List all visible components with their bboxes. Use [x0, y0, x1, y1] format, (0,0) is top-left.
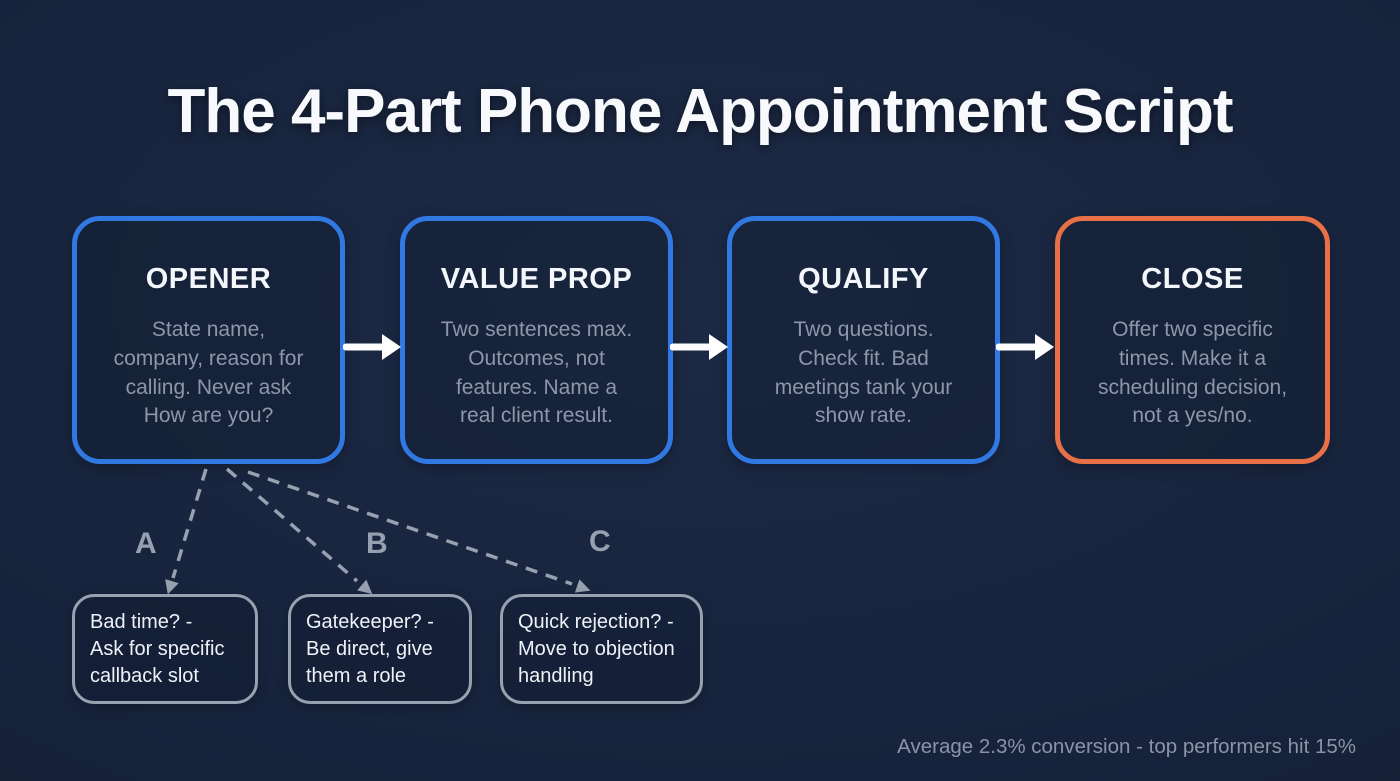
step-description: Offer two specific times. Make it a sche…	[1097, 318, 1288, 428]
dashed-arrow-a	[171, 468, 208, 579]
branch-text: Quick rejection? - Move to objection han…	[518, 611, 675, 687]
arrow-right-icon	[996, 334, 1054, 360]
branch-text: Gatekeeper? - Be direct, give them a rol…	[306, 611, 434, 687]
dashed-arrow-b	[225, 467, 359, 583]
branch-label-a: A	[135, 527, 157, 560]
branch-box-gatekeeper: Gatekeeper? - Be direct, give them a rol…	[288, 594, 472, 704]
branch-text: Bad time? - Ask for specific callback sl…	[90, 611, 225, 687]
branch-label-c: C	[589, 525, 611, 558]
arrow-right-icon	[343, 334, 401, 360]
branch-box-bad-time: Bad time? - Ask for specific callback sl…	[72, 594, 258, 704]
step-title: VALUE PROP	[440, 263, 633, 295]
dashed-arrow-c	[247, 470, 573, 586]
step-description: State name, company, reason for calling.…	[113, 318, 304, 428]
step-description: Two questions. Check fit. Bad meetings t…	[774, 318, 953, 428]
step-title: CLOSE	[1141, 263, 1244, 295]
step-title: QUALIFY	[798, 263, 929, 295]
branch-label-b: B	[366, 527, 388, 560]
step-box-close: CLOSE Offer two specific times. Make it …	[1055, 216, 1330, 464]
arrow-right-icon	[670, 334, 728, 360]
step-box-value-prop: VALUE PROP Two sentences max. Outcomes, …	[400, 216, 673, 464]
branch-box-quick-rejection: Quick rejection? - Move to objection han…	[500, 594, 703, 704]
step-title: OPENER	[145, 263, 272, 295]
footer-note: Average 2.3% conversion - top performers…	[897, 735, 1356, 758]
page-title: The 4-Part Phone Appointment Script	[167, 77, 1234, 146]
step-box-qualify: QUALIFY Two questions. Check fit. Bad me…	[727, 216, 1000, 464]
step-description: Two sentences max. Outcomes, not feature…	[440, 318, 633, 428]
step-box-opener: OPENER State name, company, reason for c…	[72, 216, 345, 464]
